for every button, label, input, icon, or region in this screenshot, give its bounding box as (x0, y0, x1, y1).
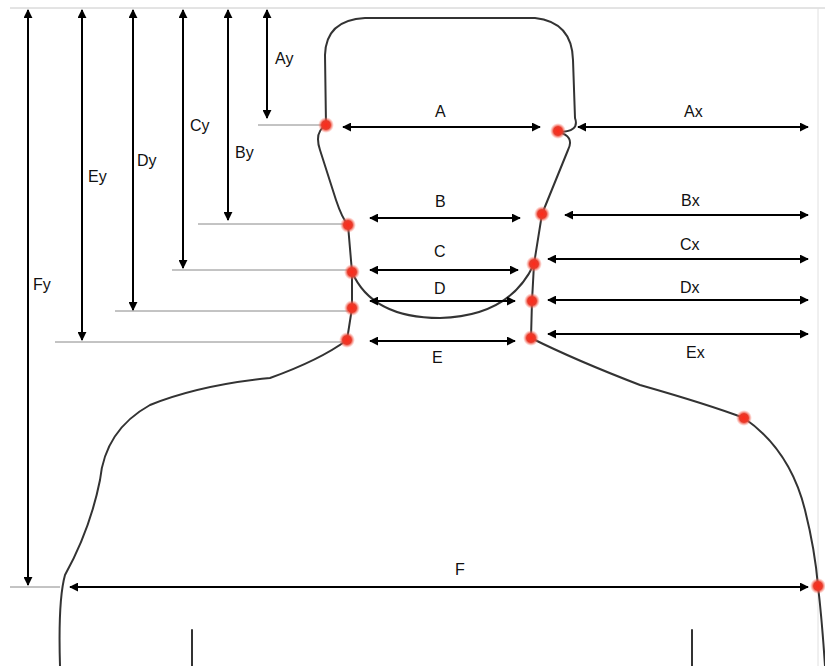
dimension-label: Ay (273, 50, 295, 68)
dimension-arrow (70, 586, 808, 588)
dimension-arrow (370, 300, 515, 302)
dimension-label: F (453, 561, 467, 579)
dimension-arrow (578, 126, 808, 128)
landmark-dot (340, 217, 356, 233)
dimension-arrow (227, 10, 229, 220)
landmark-dot (344, 300, 360, 316)
dimension-arrow (370, 217, 520, 219)
top-reference-line (10, 8, 825, 9)
landmark-dot (550, 123, 566, 139)
head-outline (325, 18, 576, 132)
landmark-dot (526, 256, 542, 272)
dimension-label: Cy (188, 117, 212, 135)
dimension-label: A (433, 103, 448, 121)
guide-line (55, 342, 343, 343)
right-shoulder-outline (531, 264, 825, 666)
dimension-label: Fy (31, 276, 53, 294)
guide-line (172, 270, 348, 271)
dimension-arrow (266, 10, 268, 118)
landmark-dot (810, 578, 825, 594)
guide-line (115, 311, 348, 312)
dimension-arrow (343, 126, 540, 128)
landmark-dot (524, 293, 540, 309)
dimension-arrow (548, 299, 808, 301)
dimension-arrow (370, 269, 518, 271)
dimension-arrow (565, 214, 808, 216)
dimension-label: D (432, 280, 448, 298)
dimension-label: Dy (135, 152, 159, 170)
guide-line (258, 125, 322, 126)
dimension-label: Ax (682, 103, 705, 121)
left-arm-line (191, 630, 193, 666)
dimension-label: C (432, 243, 448, 261)
dimension-arrow (370, 340, 515, 342)
guide-line (198, 224, 344, 225)
dimension-label: Bx (679, 192, 702, 210)
dimension-label: Cx (678, 236, 702, 254)
right-arm-line (691, 630, 693, 666)
landmark-dot (344, 264, 360, 280)
dimension-arrow (81, 10, 83, 340)
dimension-label: Ex (684, 344, 707, 362)
landmark-dot (318, 117, 334, 133)
dimension-arrow (132, 10, 134, 310)
dimension-arrow (548, 333, 808, 335)
dimension-arrow (182, 10, 184, 268)
right-reference-line (818, 8, 819, 666)
landmark-dot (534, 206, 550, 222)
landmark-dot (736, 410, 752, 426)
left-shoulder-outline (60, 272, 352, 666)
dimension-arrow (548, 258, 808, 260)
dimension-label: E (430, 349, 445, 367)
dimension-label: B (433, 193, 448, 211)
guide-line (10, 587, 60, 588)
dimension-label: Ey (86, 168, 109, 186)
landmark-dot (523, 330, 539, 346)
dimension-label: Dx (678, 279, 702, 297)
dimension-label: By (233, 144, 256, 162)
dimension-arrow (27, 10, 29, 585)
landmark-dot (339, 332, 355, 348)
